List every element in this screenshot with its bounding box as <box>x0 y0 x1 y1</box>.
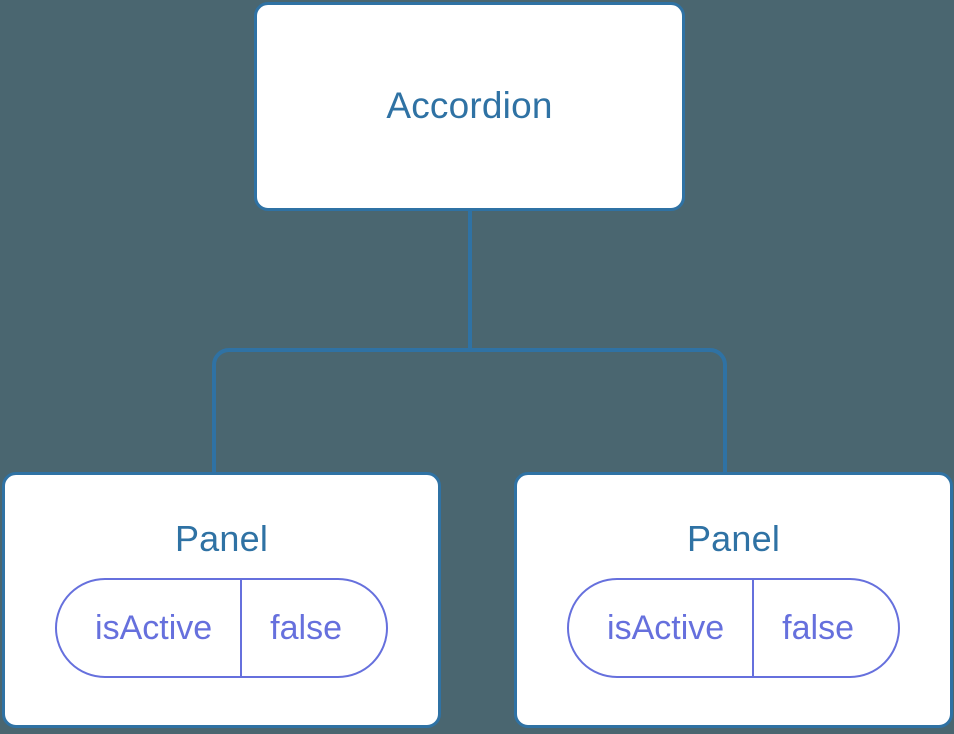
edge-bus-to-left-panel <box>212 348 470 474</box>
state-value-right: false <box>782 608 854 647</box>
edge-bus-to-right-panel <box>470 348 727 474</box>
state-pill-left[interactable]: isActive false <box>55 577 388 678</box>
state-key-right: isActive <box>569 579 755 676</box>
node-panel-right-title: Panel <box>686 518 781 559</box>
node-panel-right[interactable]: Panel isActive false <box>514 472 953 728</box>
state-value-left: false <box>270 608 342 647</box>
state-key-left: isActive <box>57 579 243 676</box>
node-accordion-title: Accordion <box>386 85 553 127</box>
node-panel-left[interactable]: Panel isActive false <box>2 472 441 728</box>
node-accordion[interactable]: Accordion <box>254 2 685 211</box>
node-panel-left-title: Panel <box>174 518 269 559</box>
state-pill-right[interactable]: isActive false <box>567 577 900 678</box>
